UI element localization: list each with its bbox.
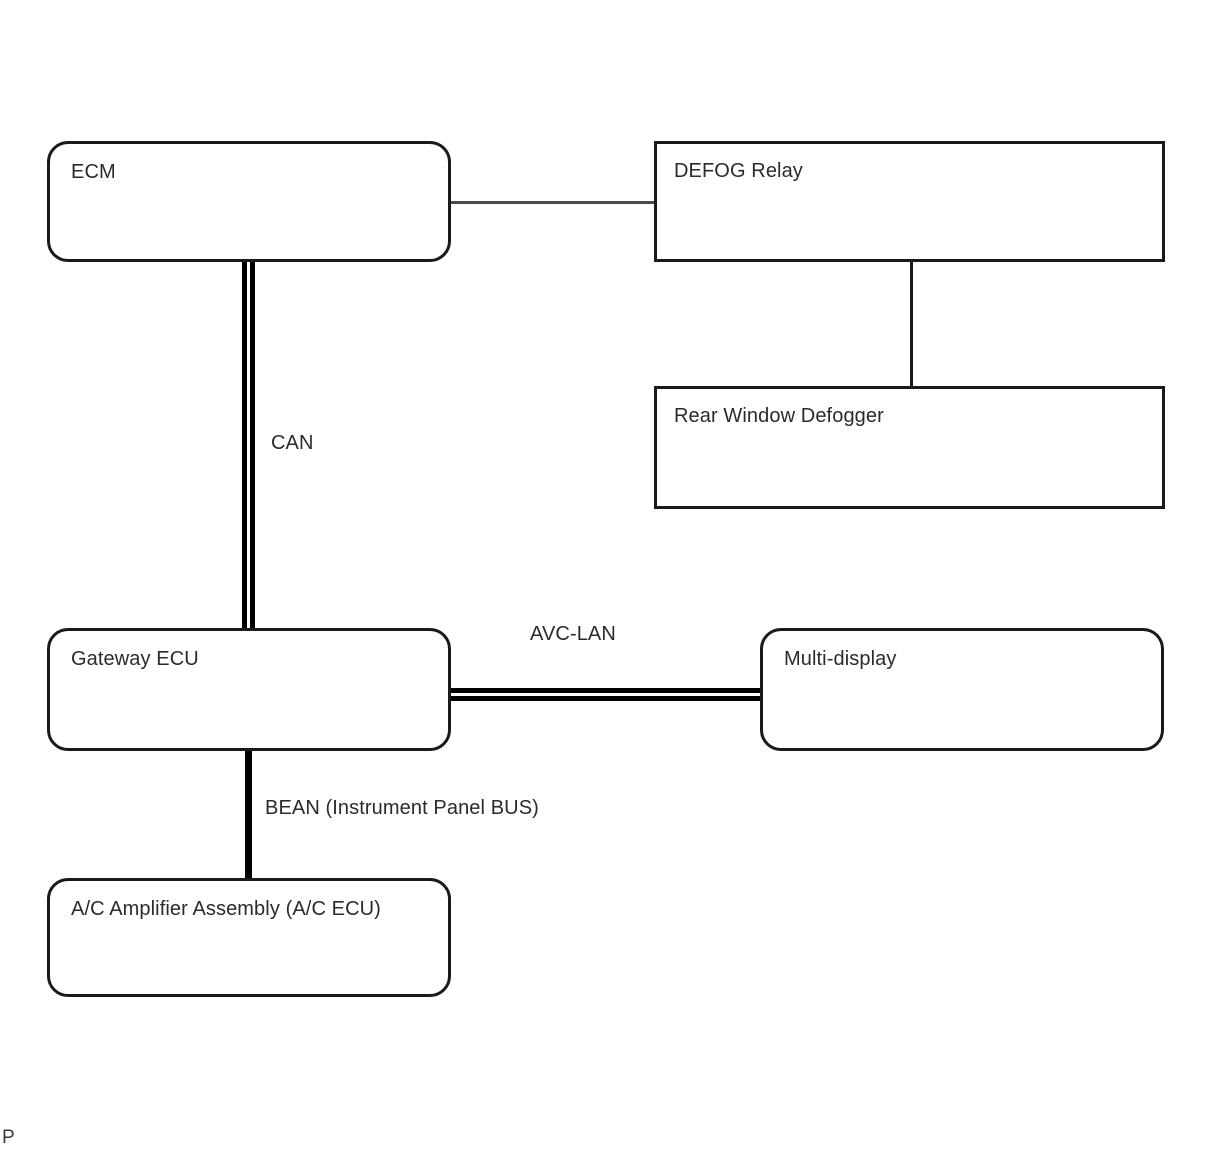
node-rear-window-defogger-label: Rear Window Defogger — [674, 405, 884, 427]
node-multi-display[interactable]: Multi-display — [760, 628, 1164, 751]
node-rear-window-defogger[interactable]: Rear Window Defogger — [654, 386, 1165, 509]
node-gateway-ecu-label: Gateway ECU — [71, 648, 199, 670]
page-corner-mark: P — [2, 1127, 15, 1148]
edge-label-can: CAN — [271, 432, 314, 454]
node-gateway-ecu[interactable]: Gateway ECU — [47, 628, 451, 751]
node-ac-amplifier-assembly-label: A/C Amplifier Assembly (A/C ECU) — [71, 898, 381, 920]
connector-bean-bus — [245, 748, 252, 881]
can-bus-gap — [247, 259, 250, 631]
connector-avc-lan-bus — [449, 688, 763, 701]
edge-label-avc-lan: AVC-LAN — [530, 623, 616, 645]
node-ecm[interactable]: ECM — [47, 141, 451, 262]
node-ac-amplifier-assembly[interactable]: A/C Amplifier Assembly (A/C ECU) — [47, 878, 451, 997]
node-ecm-label: ECM — [71, 161, 116, 183]
node-defog-relay[interactable]: DEFOG Relay — [654, 141, 1165, 262]
connector-can-bus — [242, 259, 255, 631]
connector-ecm-to-defog-relay — [451, 201, 655, 204]
connector-defog-relay-to-rear-window-defogger — [910, 262, 913, 387]
node-multi-display-label: Multi-display — [784, 648, 897, 670]
avc-lan-bus-gap — [449, 693, 763, 696]
edge-label-bean: BEAN (Instrument Panel BUS) — [265, 797, 539, 819]
node-defog-relay-label: DEFOG Relay — [674, 160, 803, 182]
